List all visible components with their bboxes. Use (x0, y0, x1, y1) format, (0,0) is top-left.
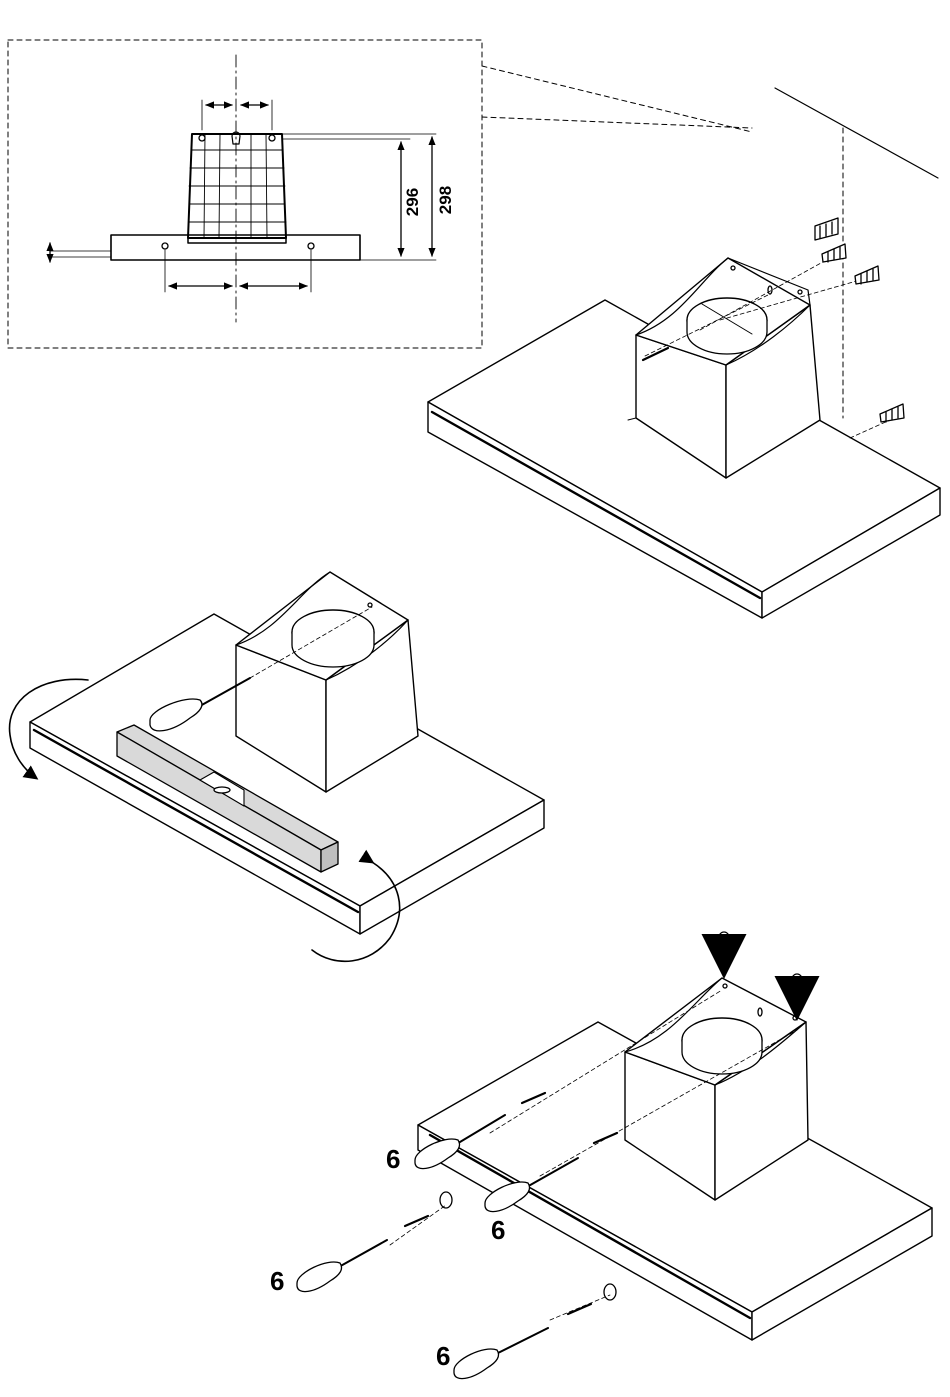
washer-top-right (791, 974, 803, 1012)
hood-wall-mount-view (428, 88, 940, 618)
wall-ceiling-line (775, 88, 938, 178)
bracket-grid (189, 134, 286, 238)
step-label-3: 6 (270, 1266, 284, 1296)
detail-inset: 296 298 (8, 40, 752, 348)
screwdriver-4 (454, 1328, 548, 1379)
screwdriver-3 (297, 1240, 387, 1292)
wall-plug-1 (815, 218, 838, 240)
screw-c (405, 1216, 428, 1226)
washer-mid (440, 1192, 452, 1208)
bracket-hole-right (269, 135, 275, 141)
washer-low (604, 1284, 616, 1300)
wall-plug-4 (880, 404, 904, 422)
wall-bracket (188, 132, 286, 243)
plate-hole-left (162, 243, 168, 249)
hood-levelling-view (10, 572, 544, 961)
step-label-1: 6 (386, 1144, 400, 1174)
dim-label-298: 298 (436, 186, 455, 214)
wall-plug-3 (855, 266, 879, 284)
hood-final-fixing-view: 6 6 6 6 (270, 932, 932, 1379)
wall-plug-2 (822, 244, 846, 262)
plate-hole-right (308, 243, 314, 249)
step-label-4: 6 (436, 1341, 450, 1371)
screw-d (568, 1304, 591, 1314)
bracket-hole-left (199, 135, 205, 141)
dim-label-296: 296 (403, 188, 422, 216)
washer-top-left (718, 932, 730, 970)
step-label-2: 6 (491, 1215, 505, 1245)
